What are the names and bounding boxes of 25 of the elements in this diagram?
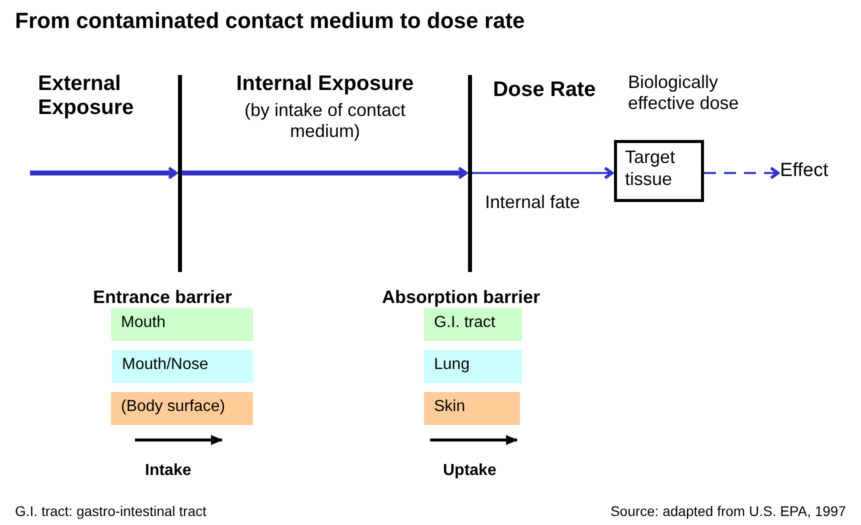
- section-heading: External Exposure: [38, 72, 135, 120]
- section-subtitle: (by intake of contact medium): [243, 100, 407, 142]
- group-heading: Absorption barrier: [382, 287, 540, 308]
- edge-caption: Internal fate: [485, 192, 580, 213]
- arrow: [30, 166, 178, 180]
- dashed-arrow: [704, 166, 780, 180]
- group-heading: Entrance barrier: [93, 287, 232, 308]
- barrier-box: Mouth/Nose: [112, 350, 253, 383]
- source-note: Source: adapted from U.S. EPA, 1997: [610, 503, 846, 520]
- barrier-box: Skin: [424, 392, 520, 425]
- section-heading: Internal Exposure: [235, 72, 415, 96]
- arrow: [472, 166, 614, 180]
- target-box: Target tissue: [614, 140, 704, 202]
- barrier-box: Lung: [424, 350, 522, 383]
- arrow-caption: Uptake: [443, 462, 496, 480]
- section-heading: Dose Rate: [493, 78, 596, 102]
- arrow: [182, 166, 468, 180]
- note-text: Biologically effective dose: [628, 72, 740, 114]
- barrier-box: (Body surface): [111, 392, 253, 425]
- footnote: G.I. tract: gastro-intestinal tract: [15, 503, 206, 520]
- effect-text: Effect: [780, 160, 850, 186]
- diagram-title: From contaminated contact medium to dose rate: [15, 8, 525, 34]
- barrier-box: G.I. tract: [424, 308, 522, 341]
- barrier-box: Mouth: [111, 308, 253, 341]
- arrow-caption: Intake: [145, 462, 192, 480]
